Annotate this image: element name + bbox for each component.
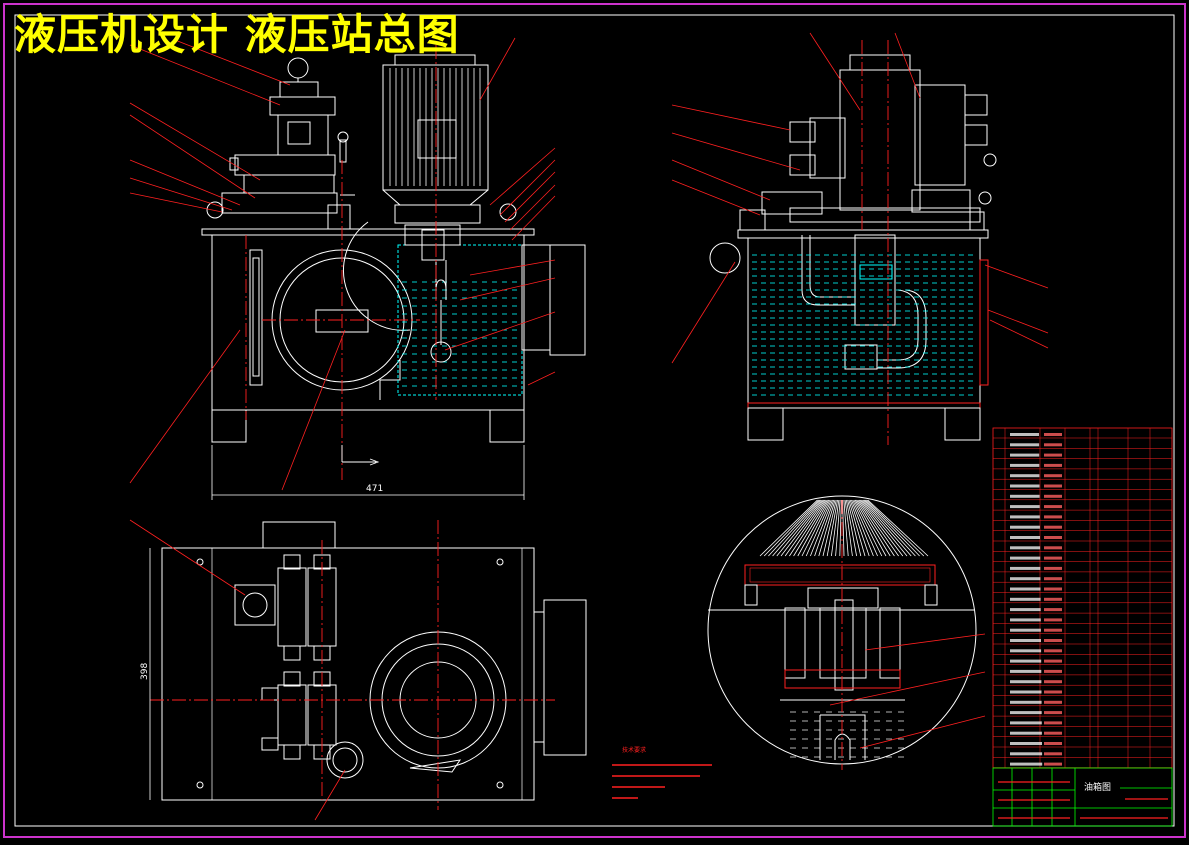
dim-height-label: 398 [140,663,150,680]
parts-entry-mark [1044,659,1062,663]
parts-entry-mark [1010,463,1040,467]
parts-entry-mark [1044,515,1062,519]
parts-entry-mark [1010,536,1040,539]
parts-entry-mark [1044,649,1062,653]
parts-entry-mark [1044,742,1062,745]
parts-entry-mark [1044,505,1062,509]
parts-entry-mark [1044,433,1062,436]
parts-entry-mark [1010,721,1042,725]
parts-entry-mark [1044,639,1062,642]
parts-entry-mark [1044,587,1062,591]
parts-entry-mark [1010,731,1042,735]
axis-arrow [341,445,380,466]
leader-lines-front [129,37,556,491]
parts-entry-mark [1010,711,1042,715]
parts-entry-mark [1010,762,1043,766]
top-view [161,521,587,801]
parts-entry-mark [1010,587,1041,591]
parts-list-entries [1010,433,1062,766]
parts-entry-mark [1044,721,1062,725]
parts-entry-mark [1044,484,1062,488]
parts-entry-mark [1044,731,1062,735]
parts-entry-mark [1044,669,1062,673]
parts-entry-mark [1044,546,1062,550]
parts-entry-mark [1010,453,1040,457]
detail-oil-lines [790,711,904,758]
parts-entry-mark [1010,700,1042,704]
electric-motor [382,64,489,191]
sheet-border [3,3,1186,838]
parts-entry-mark [1010,494,1040,498]
parts-entry-mark [1010,433,1039,436]
parts-entry-mark [1010,659,1042,663]
parts-entry-mark [1010,690,1042,694]
parts-entry-mark [1044,762,1062,766]
parts-entry-mark [1010,608,1041,612]
parts-entry-mark [1044,628,1062,632]
titleblock-marks [998,781,1168,819]
detail-view [707,495,977,765]
top-centerlines [150,520,555,810]
parts-entry-mark [1010,597,1041,601]
title-block [992,767,1173,827]
front-view [201,54,586,443]
parts-entry-mark [1010,505,1040,509]
parts-entry-mark [1010,556,1041,560]
leader-lines-detail [829,633,986,749]
side-view [709,54,997,441]
side-centerlines [861,40,889,445]
parts-entry-mark [1010,484,1040,488]
titleblock-title: 油箱图 [1084,781,1111,793]
parts-entry-mark [1010,515,1040,519]
parts-entry-mark [1044,690,1062,694]
parts-entry-mark [1044,556,1062,560]
parts-entry-mark [1044,608,1062,612]
parts-entry-mark [1010,546,1041,550]
parts-entry-mark [1010,639,1041,642]
parts-entry-mark [1044,577,1062,581]
side-oil-hatch [752,254,973,396]
leader-lines-top [129,519,346,821]
parts-entry-mark [1044,536,1062,539]
parts-entry-mark [1044,453,1062,457]
leader-lines-side [671,32,1049,364]
parts-entry-mark [1010,566,1041,570]
valve-block-top [269,96,336,116]
parts-entry-mark [1010,680,1042,684]
parts-entry-mark [1044,566,1062,570]
drawing-frame [14,14,1175,827]
technical-notes [612,764,712,799]
parts-entry-mark [1010,474,1040,478]
drawing-title: 液压机设计 液压站总图 [14,10,460,59]
parts-entry-mark [1010,628,1041,632]
parts-entry-mark [1010,443,1040,447]
parts-entry-mark [1044,700,1062,704]
parts-entry-mark [1044,525,1062,529]
parts-entry-mark [1044,711,1062,715]
parts-entry-mark [1010,577,1041,581]
parts-entry-mark [1010,618,1041,622]
parts-entry-mark [1044,752,1062,756]
notes-heading: 技术要求 [622,746,646,754]
dim-line-width [211,445,525,500]
parts-entry-mark [1044,474,1062,478]
parts-entry-mark [1010,669,1042,673]
parts-entry-mark [1044,597,1062,601]
parts-entry-mark [1044,463,1062,467]
dim-width-label: 471 [366,484,383,494]
parts-entry-mark [1044,443,1062,447]
front-centerlines [245,45,437,480]
parts-entry-mark [1044,494,1062,498]
parts-entry-mark [1010,525,1040,529]
parts-entry-mark [1044,618,1062,622]
parts-entry-mark [1010,752,1043,756]
parts-entry-mark [1044,680,1062,684]
parts-entry-mark [1010,742,1042,745]
parts-entry-mark [1010,649,1042,653]
